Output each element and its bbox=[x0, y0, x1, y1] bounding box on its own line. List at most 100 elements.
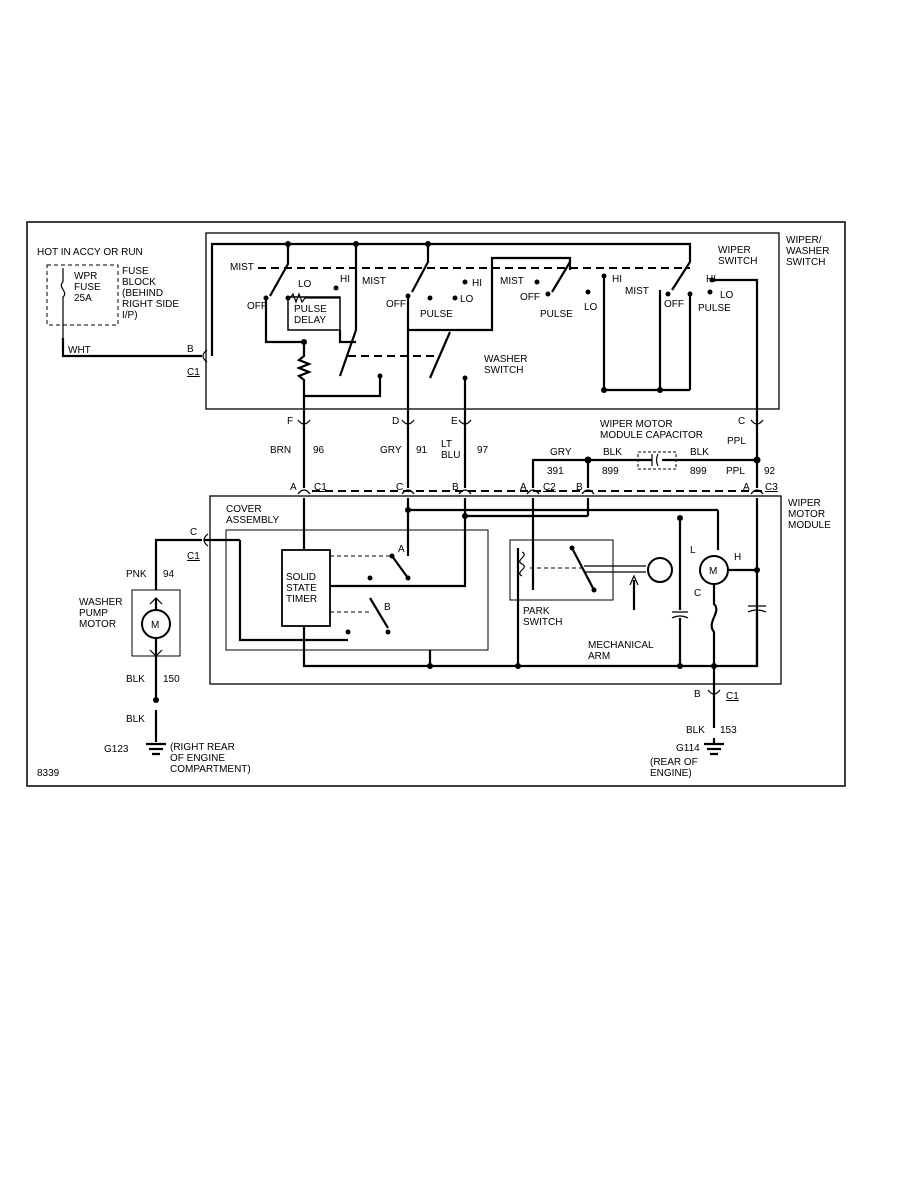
pin-top-e: E bbox=[451, 416, 458, 427]
g114-label: G114 bbox=[676, 743, 700, 754]
capacitor-box bbox=[637, 451, 677, 470]
pin-bottom-b2: B bbox=[576, 482, 583, 493]
washer-pin: C bbox=[190, 527, 197, 538]
lo-label-3: LO bbox=[584, 302, 598, 313]
fuse-block-outline bbox=[46, 264, 119, 326]
wire-150: 150 bbox=[163, 674, 180, 685]
wire-97: 97 bbox=[477, 445, 489, 456]
off-label-2: OFF bbox=[386, 299, 406, 310]
wire-wht: WHT bbox=[68, 345, 91, 356]
capacitor-icon bbox=[651, 453, 659, 467]
wire-96: 96 bbox=[313, 445, 325, 456]
motor-ground-pin: B bbox=[694, 689, 701, 700]
motor-c: C bbox=[694, 588, 701, 599]
connector-c2: C2 bbox=[543, 482, 556, 493]
supply-pin: B bbox=[187, 344, 194, 355]
pin-bottom-a3: A bbox=[743, 482, 750, 493]
pin-bottom-b: B bbox=[452, 482, 459, 493]
hi-label-3: HI bbox=[612, 274, 622, 285]
motor-ground-wire-number: 153 bbox=[720, 725, 737, 736]
off-label-1: OFF bbox=[247, 301, 267, 312]
pulse-label-3: PULSE bbox=[540, 309, 573, 320]
washer-motor-symbol: M bbox=[151, 620, 159, 631]
motor-symbol: M bbox=[709, 566, 717, 577]
wire-94: 94 bbox=[163, 569, 175, 580]
washer-connector: C1 bbox=[187, 551, 200, 562]
relay-b-label: B bbox=[384, 602, 391, 613]
wiper-washer-switch-box bbox=[205, 232, 780, 410]
diagram-id: 8339 bbox=[37, 768, 60, 779]
pulse-label-2: PULSE bbox=[420, 309, 453, 320]
solid-state-timer bbox=[281, 549, 331, 627]
ground-icon-g114 bbox=[704, 738, 724, 756]
g123-label: G123 bbox=[104, 744, 129, 755]
park-switch-box bbox=[509, 539, 614, 601]
wire-brn: BRN bbox=[270, 445, 291, 456]
motor-h: H bbox=[734, 552, 741, 563]
supply-connector: C1 bbox=[187, 367, 200, 378]
pulse-label-4: PULSE bbox=[698, 303, 731, 314]
motor-ground-connector: C1 bbox=[726, 691, 739, 702]
off-label-3: OFF bbox=[520, 292, 540, 303]
fuse-icon bbox=[60, 268, 66, 338]
wire-gry-91: GRY bbox=[380, 445, 402, 456]
motor-l: L bbox=[690, 545, 696, 556]
wire-pnk: PNK bbox=[126, 569, 147, 580]
pulse-delay-box bbox=[287, 296, 341, 331]
relay-a-label: A bbox=[398, 544, 405, 555]
pin-bottom-c: C bbox=[396, 482, 403, 493]
cap-left-wire: BLK bbox=[603, 447, 622, 458]
lo-label-4: LO bbox=[720, 290, 734, 301]
wiper-motor-module-box bbox=[209, 495, 782, 685]
mist-label-4: MIST bbox=[625, 286, 649, 297]
diagram-frame bbox=[26, 221, 846, 787]
lo-label-1: LO bbox=[298, 279, 312, 290]
pin-top-f: F bbox=[287, 416, 293, 427]
wire-899-right: 899 bbox=[690, 466, 707, 477]
mist-label-3: MIST bbox=[500, 276, 524, 287]
wire-gry-391: GRY bbox=[550, 447, 572, 458]
wire-92: 92 bbox=[764, 466, 776, 477]
hi-label-2: HI bbox=[472, 278, 482, 289]
wire-899-left: 899 bbox=[602, 466, 619, 477]
hi-label-1: HI bbox=[340, 274, 350, 285]
pin-top-d: D bbox=[392, 416, 399, 427]
connector-c3: C3 bbox=[765, 482, 778, 493]
mist-label-1: MIST bbox=[230, 262, 254, 273]
pin-top-c: C bbox=[738, 416, 745, 427]
cap-right-wire: BLK bbox=[690, 447, 709, 458]
cover-assembly-box bbox=[225, 529, 489, 651]
ground-icon-g123 bbox=[146, 742, 166, 756]
lo-label-2: LO bbox=[460, 294, 474, 305]
wire-91: 91 bbox=[416, 445, 428, 456]
off-label-4: OFF bbox=[664, 299, 684, 310]
hi-label-4: HI bbox=[706, 274, 716, 285]
connector-c1: C1 bbox=[314, 482, 327, 493]
mist-label-2: MIST bbox=[362, 276, 386, 287]
mechanical-arm-icon bbox=[647, 557, 673, 583]
wire-391: 391 bbox=[547, 466, 564, 477]
motor-ground-wire-color: BLK bbox=[686, 725, 705, 736]
hot-label: HOT IN ACCY OR RUN bbox=[37, 247, 143, 258]
pin-bottom-a2: A bbox=[520, 482, 527, 493]
wire-blk-150: BLK bbox=[126, 674, 145, 685]
wire-ppl-bottom: PPL bbox=[726, 466, 745, 477]
washer-ground-wire: BLK bbox=[126, 714, 145, 725]
pin-bottom-a1: A bbox=[290, 482, 297, 493]
